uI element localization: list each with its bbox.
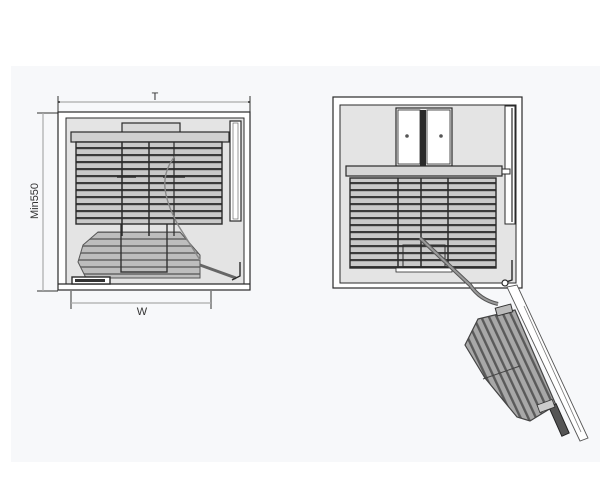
closed-view: T Min550 W	[29, 91, 251, 318]
side-rail	[504, 105, 516, 225]
basket-top-bar	[345, 165, 503, 177]
open-view	[332, 96, 589, 442]
dimension-w-label: W	[137, 306, 148, 318]
rear-basket	[77, 231, 201, 279]
basket-top-bar	[70, 131, 230, 143]
dimension-min550-label: Min550	[29, 183, 41, 219]
dimension-t: T	[57, 91, 251, 112]
dimension-min550: Min550	[29, 112, 58, 292]
side-rail	[229, 120, 242, 222]
front-basket	[349, 177, 497, 269]
dimension-t-label: T	[152, 91, 159, 103]
dimension-w: W	[70, 291, 212, 318]
swung-out-basket	[464, 309, 557, 422]
